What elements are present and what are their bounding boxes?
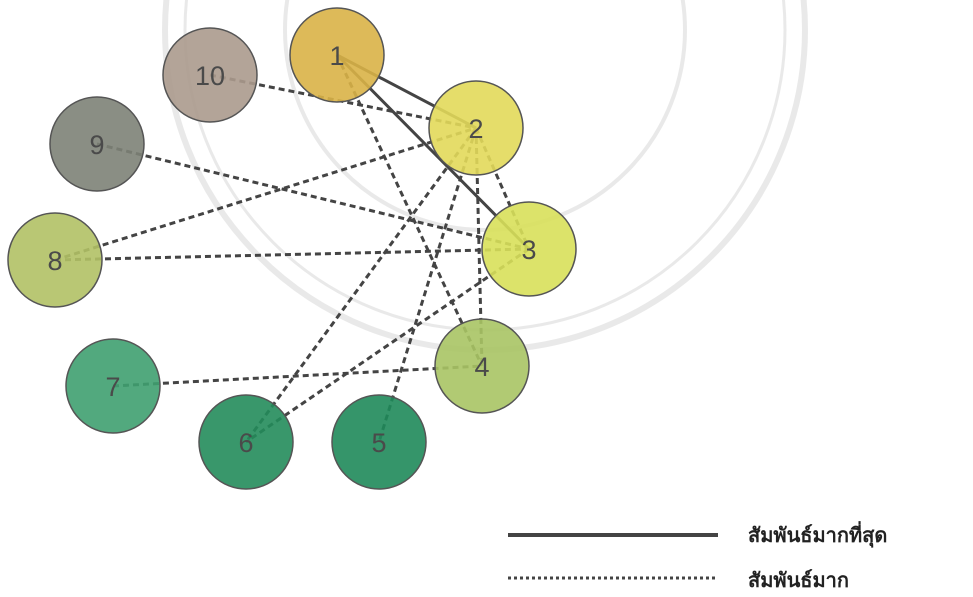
node-4: 4 bbox=[434, 318, 530, 414]
node-label-1: 1 bbox=[329, 41, 344, 71]
node-label-8: 8 bbox=[47, 246, 62, 276]
node-label-7: 7 bbox=[105, 372, 120, 402]
edge-3-6 bbox=[245, 247, 530, 444]
node-circle-9 bbox=[49, 96, 145, 192]
edge-8-2 bbox=[54, 126, 477, 262]
node-circle-10 bbox=[162, 27, 258, 123]
edge-1-4 bbox=[335, 54, 484, 367]
node-label-10: 10 bbox=[195, 61, 225, 91]
node-10: 10 bbox=[162, 27, 258, 123]
node-label-3: 3 bbox=[521, 235, 536, 265]
node-label-5: 5 bbox=[371, 428, 386, 458]
node-circle-4 bbox=[434, 318, 530, 414]
node-label-9: 9 bbox=[89, 130, 104, 160]
node-7: 7 bbox=[65, 338, 161, 434]
node-circle-2 bbox=[428, 80, 524, 176]
edge-7-4 bbox=[112, 364, 483, 388]
node-circle-5 bbox=[331, 394, 427, 490]
node-circle-1 bbox=[289, 7, 385, 103]
node-5: 5 bbox=[331, 394, 427, 490]
node-1: 1 bbox=[289, 7, 385, 103]
node-label-4: 4 bbox=[474, 352, 489, 382]
edge-2-6 bbox=[244, 127, 478, 443]
legend: สัมพันธ์มากที่สุด สัมพันธ์มาก bbox=[508, 520, 887, 592]
node-circle-6 bbox=[198, 394, 294, 490]
node-circle-8 bbox=[7, 212, 103, 308]
node-2: 2 bbox=[428, 80, 524, 176]
node-circle-3 bbox=[481, 201, 577, 297]
watermark-seal bbox=[162, 0, 808, 353]
node-6: 6 bbox=[198, 394, 294, 490]
legend-strongest-label: สัมพันธ์มากที่สุด bbox=[748, 520, 887, 548]
edge-8-3 bbox=[54, 247, 530, 262]
edge-9-3 bbox=[96, 142, 530, 251]
node-circle-7 bbox=[65, 338, 161, 434]
edge-2-5 bbox=[377, 127, 478, 443]
legend-strong-label: สัมพันธ์มาก bbox=[748, 568, 849, 592]
node-label-2: 2 bbox=[468, 114, 483, 144]
node-9: 9 bbox=[49, 96, 145, 192]
nodes-layer: 1 2 3 4 5 6 7 8 9 10 bbox=[7, 7, 577, 490]
node-8: 8 bbox=[7, 212, 103, 308]
node-label-6: 6 bbox=[238, 428, 253, 458]
node-3: 3 bbox=[481, 201, 577, 297]
